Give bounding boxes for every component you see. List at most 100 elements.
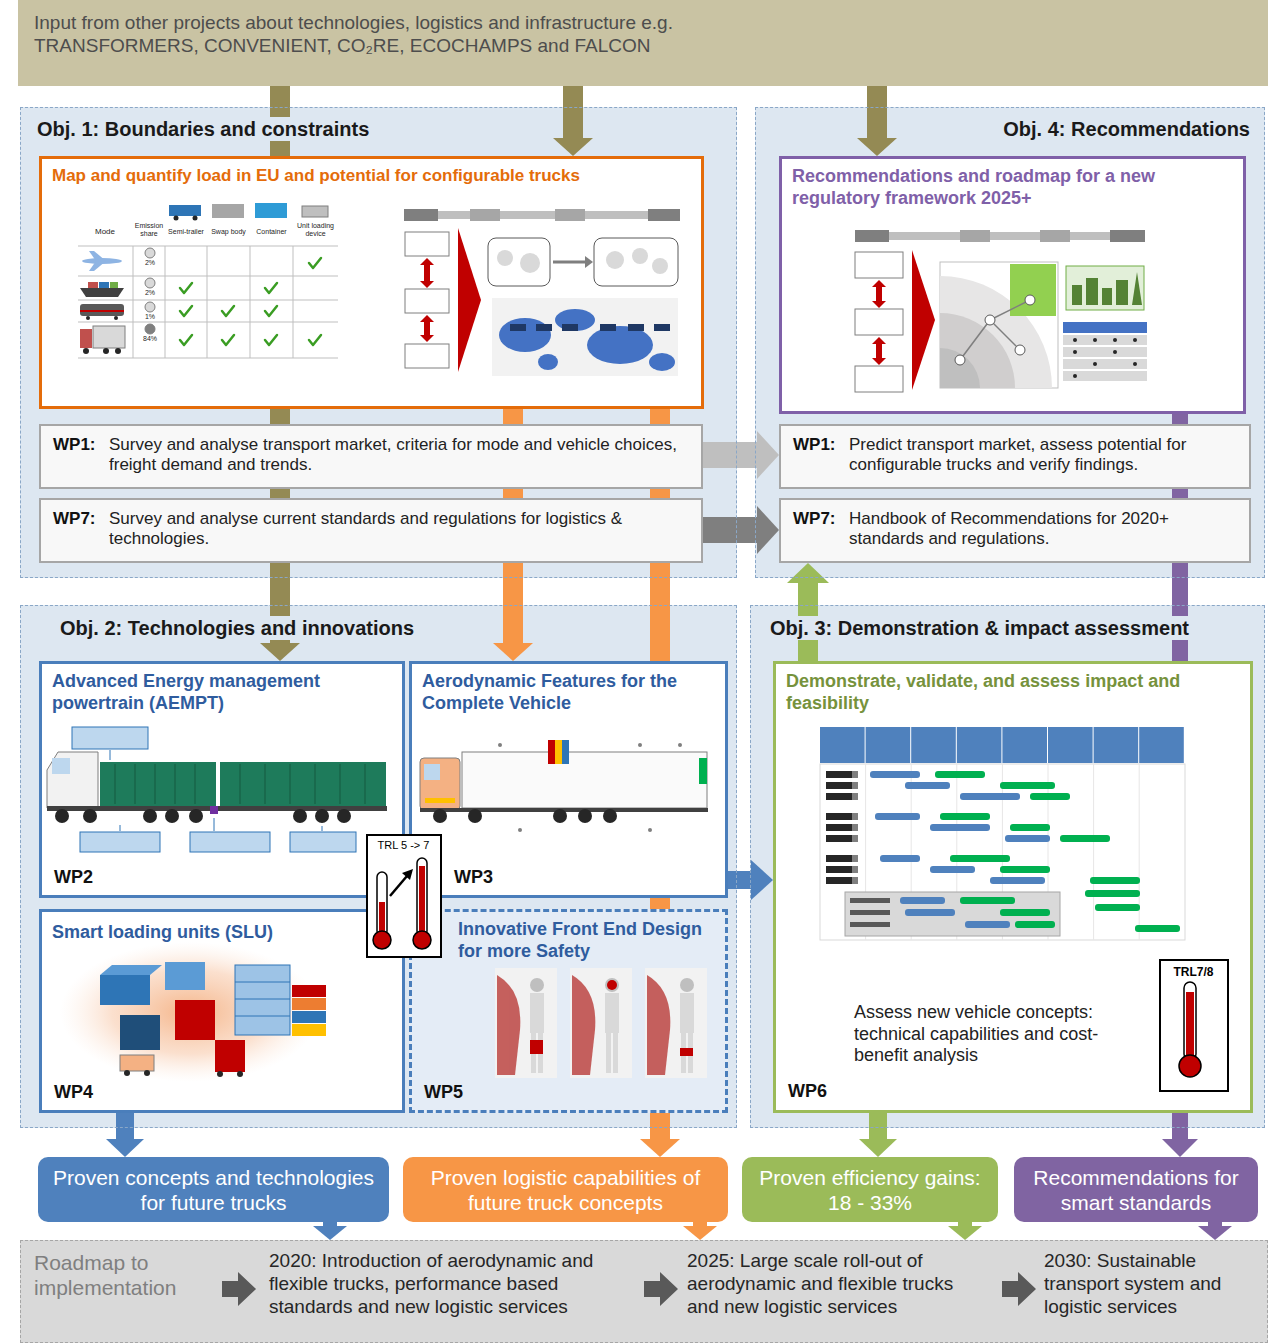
mode-table-part-part	[265, 335, 277, 345]
loading-units-part-part	[235, 999, 290, 1000]
trl-label: TRL 5 -> 7	[370, 839, 437, 852]
test-schedule-part-part	[852, 771, 858, 778]
logistics-sketch-part	[420, 228, 481, 372]
aempt-truck-part-part	[293, 809, 307, 823]
loading-units-part	[292, 1011, 326, 1023]
trl-label: TRL7/8	[1163, 965, 1224, 979]
logistics-sketch-part	[497, 250, 513, 266]
mode-table-part	[115, 348, 121, 354]
aero-truck-part	[420, 758, 460, 810]
test-schedule-part-part	[990, 877, 1045, 884]
loading-units-part	[237, 1071, 243, 1077]
front-end-figures-part-part	[530, 978, 544, 992]
arrow-head	[313, 1226, 347, 1240]
wp-number: WP7:	[53, 509, 96, 529]
test-schedule-part-part	[850, 922, 890, 927]
roadmap-chevron-part	[222, 1272, 256, 1306]
test-schedule-part-part	[1048, 727, 1093, 763]
test-schedule-part-part	[850, 910, 890, 915]
aempt-truck-part	[80, 832, 356, 852]
box-title: Map and quantify load in EU and potentia…	[52, 166, 697, 186]
regulation-sketch-part-part	[1063, 359, 1147, 369]
test-schedule-part-part	[1030, 793, 1070, 800]
aero-truck-part-part	[518, 828, 522, 832]
mode-table-part	[145, 248, 155, 334]
front-end-figures-part	[497, 975, 670, 1075]
mode-table-part	[174, 216, 179, 221]
test-schedule-part-part	[1085, 890, 1140, 897]
table-label: Emission share	[134, 222, 164, 237]
logistics-sketch-part-part	[424, 264, 430, 282]
table-label: Swap body	[208, 228, 249, 236]
loading-units-part	[144, 1070, 150, 1076]
aero-truck-part-part	[578, 809, 592, 823]
test-schedule-part-part	[950, 855, 1010, 862]
loading-units-part	[235, 965, 290, 1035]
test-schedule-part	[852, 771, 858, 884]
logistics-sketch	[404, 209, 680, 376]
test-schedule-part-part	[1060, 835, 1110, 842]
regulation-sketch-part-part	[1116, 280, 1128, 305]
wp-number: WP7:	[793, 509, 836, 529]
logistics-sketch-part	[632, 248, 648, 264]
regulation-sketch-part-part	[1132, 272, 1142, 305]
connector-shaft	[869, 1113, 887, 1140]
panel-title: Obj. 2: Technologies and innovations	[56, 616, 418, 640]
loading-units-part	[120, 1015, 160, 1050]
loading-units-part	[124, 1070, 130, 1076]
test-schedule-part-part	[852, 855, 858, 862]
front-end-figures-part	[645, 968, 707, 1078]
aempt-truck-part-part	[290, 832, 356, 852]
result-box: Proven logistic capabilities of future t…	[403, 1157, 728, 1222]
aempt-truck-part	[120, 818, 322, 831]
table-label: Mode	[80, 228, 130, 237]
mode-table-part-part	[145, 324, 155, 334]
aempt-truck-part-part	[135, 764, 136, 804]
box-title: Advanced Energy management powertrain (A…	[52, 671, 392, 714]
mode-table-part-part	[293, 246, 294, 358]
aempt-truck-part	[220, 762, 386, 806]
front-end-figures-part-part	[647, 975, 670, 1075]
trl-thermometer-part	[402, 869, 413, 880]
milestone-text: 2025: Large scale roll-out of aerodynami…	[687, 1250, 987, 1318]
logistics-sketch-part-part	[628, 324, 644, 331]
logistics-sketch-part	[405, 232, 449, 368]
trl-thermometer-part	[417, 858, 427, 936]
mode-table-part-part	[145, 302, 155, 312]
test-schedule-part-part	[826, 835, 852, 842]
box-title: Demonstrate, validate, and assess impact…	[786, 671, 1241, 714]
milestone-text: 2020: Introduction of aerodynamic and fl…	[269, 1250, 629, 1318]
aempt-truck-part-part	[115, 764, 116, 804]
test-schedule-part-part	[1000, 866, 1050, 873]
mode-table-part	[80, 329, 92, 348]
mode-table-part-part	[250, 246, 251, 358]
arrow-head	[493, 643, 533, 661]
test-schedule-part-part	[1002, 727, 1047, 763]
regulation-sketch-part	[960, 230, 990, 242]
trl-thermometer-part	[373, 931, 391, 949]
panel-title: Obj. 4: Recommendations	[999, 117, 1254, 141]
connector-shaft	[728, 871, 752, 889]
mode-table-part-part	[78, 246, 338, 247]
aero-truck-part-part	[638, 743, 642, 747]
test-schedule-part-part	[826, 866, 852, 873]
arrow-head	[683, 1226, 717, 1240]
trl-thermometer-part	[1179, 1055, 1201, 1077]
aempt-truck-part-part	[240, 764, 241, 804]
wp-number: WP4	[54, 1082, 93, 1104]
test-schedule-part-part	[1094, 727, 1139, 763]
trl-thermometer-part	[419, 866, 425, 936]
regulation-sketch-part	[1073, 338, 1137, 378]
regulation-sketch-part	[872, 250, 935, 390]
test-schedule-part-part	[1015, 921, 1055, 928]
test-schedule-part-part	[1093, 764, 1094, 940]
mode-table-part-part	[133, 246, 134, 358]
wp-number: WP3	[454, 867, 493, 889]
test-schedule-part-part	[1005, 835, 1050, 842]
regulation-sketch-part-part	[1063, 371, 1147, 381]
mode-table-part	[88, 282, 98, 288]
test-schedule-part-part	[1135, 925, 1180, 932]
mode-table-part	[80, 304, 124, 316]
mode-table-part-part	[207, 246, 208, 358]
front-end-figures-part-part	[680, 978, 694, 992]
